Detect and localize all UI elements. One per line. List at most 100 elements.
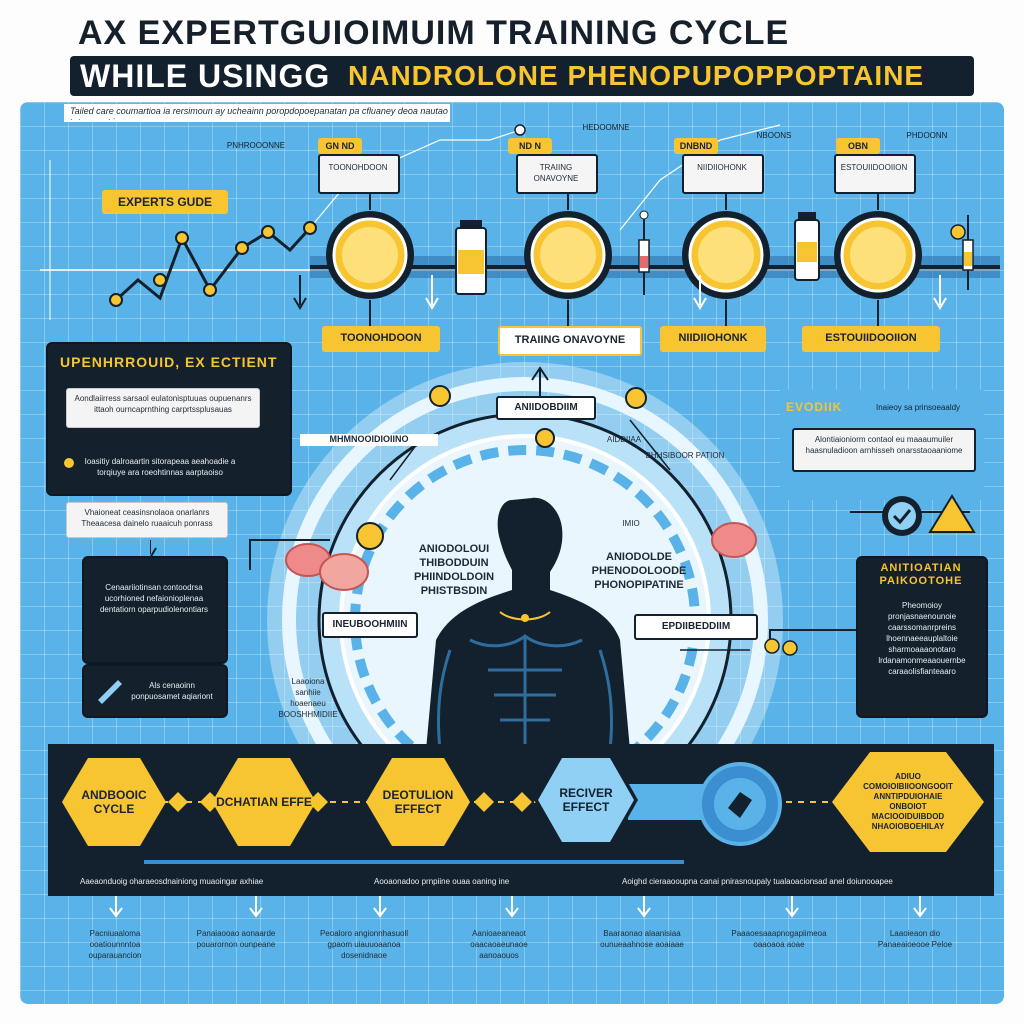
bottom-band bbox=[48, 744, 994, 896]
bottom-band-connectors bbox=[138, 762, 908, 864]
left-panel-heading: UPENHRROUID, EX ECTIENT bbox=[60, 354, 278, 370]
callout-box: TRAIING ONAVOYNE bbox=[516, 154, 598, 194]
stage-coin bbox=[834, 211, 922, 299]
coin-icon bbox=[356, 522, 384, 550]
experts-guide-badge: EXPERTS GUDE bbox=[102, 190, 228, 214]
shield-check-icon bbox=[850, 494, 976, 536]
callout-box: ESTOUIIDOOIION bbox=[834, 154, 916, 194]
hexagon-step: DCHATIAN EFFE bbox=[212, 758, 316, 846]
trend-point bbox=[153, 273, 167, 287]
footer-note: Pacniuaaloma ooatiounnntoa ouparauancion bbox=[88, 929, 142, 960]
title-line2-prefix: WHILE USINGG bbox=[80, 58, 331, 94]
band-caption: Aooaonadoo prnpiine ouaa oaning ine bbox=[374, 877, 510, 886]
central-diagram bbox=[267, 362, 783, 750]
right-panel-heading: EVODIIK bbox=[786, 400, 843, 414]
ring-note: IMIO bbox=[622, 519, 640, 528]
right-connector bbox=[764, 629, 856, 656]
left-bottom-panel: Als cenaoinn ponpuosamet aqiariont bbox=[82, 664, 228, 718]
week-label: NBOONS bbox=[756, 131, 792, 140]
down-arrow-icon bbox=[693, 275, 707, 310]
title-bar-line2 bbox=[70, 56, 974, 96]
callout-tab: DNBND bbox=[674, 138, 718, 154]
hexagon-label: DCHATIAN EFFE bbox=[216, 795, 312, 809]
organ-icon bbox=[285, 543, 369, 591]
callout-text: TRAIING ONAVOYNE bbox=[533, 163, 579, 183]
connector bbox=[629, 419, 671, 471]
coin-icon bbox=[625, 387, 647, 409]
hexagon-label: ANDBOOIC CYCLE bbox=[81, 788, 147, 816]
vial-icon bbox=[455, 220, 487, 295]
syringe-icon bbox=[638, 210, 650, 295]
left-lower-panel: Cenaariiotinsan contoodrsa ucorhioned ne… bbox=[82, 556, 228, 664]
week-label: PNHROOONNE bbox=[226, 141, 286, 150]
trend-point bbox=[109, 293, 123, 307]
outer-ring bbox=[282, 377, 768, 750]
footer-note: Paaaoesaaapnogapiimeoa oaaoaoa aoae bbox=[731, 929, 827, 949]
diamond-icon bbox=[168, 792, 188, 812]
intro-text: Tailed care coumartioa ia rersimoun ay u… bbox=[70, 106, 448, 120]
right-panel-subtext: Inaieoy sa prinsoeaaldy bbox=[876, 403, 961, 412]
left-panel-textbox: Aondlaiirress sarsaol eulatonisptuuas ou… bbox=[66, 388, 260, 428]
hexagon-label: DEOTULION EFFECT bbox=[382, 788, 454, 816]
ring-note: BHHSIBOOR PATION bbox=[645, 451, 725, 460]
trend-point bbox=[203, 283, 217, 297]
bullet-dot bbox=[64, 458, 74, 468]
left-connector-lines bbox=[150, 539, 330, 570]
stage-coin bbox=[326, 211, 414, 299]
down-arrow-icon bbox=[293, 275, 307, 310]
right-lower-panel bbox=[856, 556, 988, 718]
footer-note: Peoaloro angionnhasuoll gpaom uiauuoaano… bbox=[319, 929, 409, 960]
diamond-icon bbox=[512, 792, 532, 812]
hexagon-inner: RECIVER EFFECT bbox=[538, 758, 634, 842]
center-bottom-note: Laaoiona sanhiie hoaenaeu BOOSHHMIDIIE bbox=[278, 677, 338, 719]
band-caption: Aaeaonduoig oharaeosdnainiong muaoingar … bbox=[80, 877, 264, 886]
coin-icon bbox=[535, 428, 555, 448]
hexagon-label: RECIVER EFFECT bbox=[559, 786, 613, 814]
callout-text: NIIDIIOHONK bbox=[697, 163, 747, 172]
hexagon-step: ANDBOOIC CYCLE bbox=[62, 758, 166, 846]
vial-icon bbox=[794, 212, 820, 281]
connector bbox=[389, 439, 421, 481]
trend-point bbox=[303, 221, 317, 235]
stage-coin bbox=[524, 211, 612, 299]
left-panel-text: Cenaariiotinsan contoodrsa ucorhioned ne… bbox=[99, 583, 209, 614]
left-panel-text: Vhaioneat ceasinsnolaoa onarlanrs Theaac… bbox=[81, 508, 213, 528]
band-caption: Aoighd cieraaooupna canai pnirasnoupaly … bbox=[622, 877, 893, 886]
organ-icon bbox=[711, 522, 757, 558]
intro-strip bbox=[64, 104, 450, 122]
callout-tab: ND N bbox=[508, 138, 552, 154]
pen-icon bbox=[98, 680, 122, 704]
left-note-box: Vhaioneat ceasinsnolaoa onarlanrs Theaac… bbox=[66, 502, 228, 538]
week-label: PHDOONN bbox=[906, 131, 948, 140]
right-lower-text: Pheomoioy pronjasnaenounoie caarssomanrp… bbox=[878, 601, 966, 676]
callout-text: TOONOHDOON bbox=[328, 163, 388, 172]
center-left-tag: INEUBOOHMIIN bbox=[322, 612, 418, 638]
callout-tab: GN ND bbox=[318, 138, 362, 154]
trend-point bbox=[514, 124, 526, 136]
center-top-tag: ANIIDOBDIIM bbox=[496, 396, 596, 420]
hexagon-label: ADIUO COMOIOIBIIOONGOOIT ANNTIPDUIOHAIE … bbox=[863, 772, 953, 831]
stage-label: TRAIING ONAVOYNE bbox=[498, 326, 642, 356]
syringe-icon bbox=[950, 215, 974, 290]
title-line2-highlight: NANDROLONE PHENOPUPOPPOPTAINE bbox=[348, 60, 925, 91]
stage-coin bbox=[682, 211, 770, 299]
footer-note: Baaraonao alaanisiaa ounueaahnose aoaiaa… bbox=[600, 929, 684, 949]
down-arrow-icon bbox=[933, 275, 947, 310]
footer-note: Laaoieaon dio Panaeaioeooe Peloe bbox=[877, 929, 953, 949]
stage-label: NIIDIIOHONK bbox=[660, 326, 766, 352]
ring-note: AIDDIIAA bbox=[606, 435, 642, 444]
ring-note: MHMNOOIDIOIINO bbox=[300, 434, 438, 446]
right-lower-heading: ANITIOATIAN PAIKOOTOHE bbox=[879, 562, 963, 587]
athlete-silhouette bbox=[426, 497, 630, 750]
right-panel-textbox: Alontiaioniorm contaol eu maaaumuiler ha… bbox=[792, 428, 976, 472]
callout-box: NIIDIIOHONK bbox=[682, 154, 764, 194]
callout-text: ESTOUIIDOOIION bbox=[840, 163, 908, 172]
center-right-label: ANIODOLDE PHENODOLOODE PHONOPIPATINE bbox=[591, 551, 687, 591]
down-arrow-icon bbox=[425, 275, 439, 310]
hexagon-step: DEOTULION EFFECT bbox=[366, 758, 470, 846]
footer-note: Panaiaooao aonaarde pouarornon ounpeane bbox=[196, 929, 276, 949]
left-panel-text: Als cenaoinn ponpuosamet aqiariont bbox=[131, 681, 213, 701]
right-panel-text: Alontiaioniorm contaol eu maaaumuiler ha… bbox=[805, 435, 963, 455]
callout-tab: OBN bbox=[836, 138, 880, 154]
